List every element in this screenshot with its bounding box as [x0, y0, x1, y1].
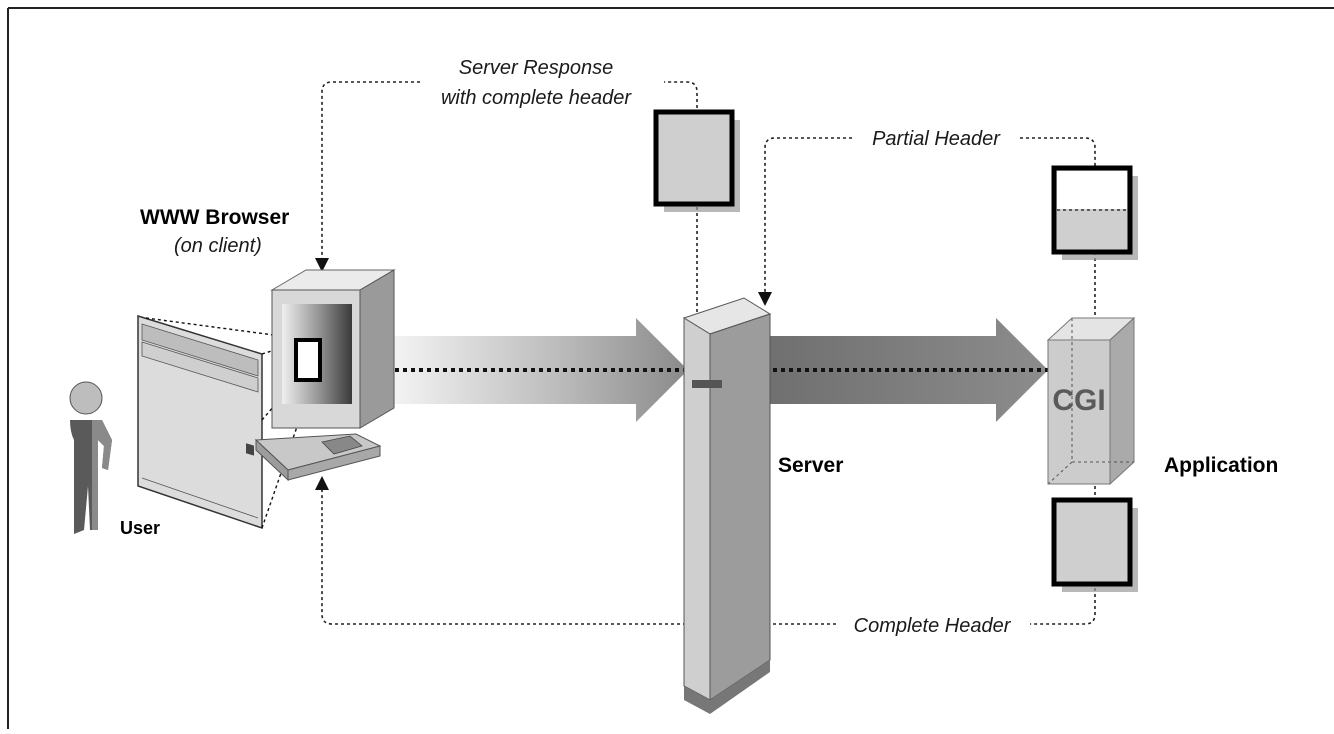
server-label: Server [778, 454, 843, 477]
server-tower [682, 297, 772, 714]
cgi-cube: CGI [1046, 316, 1136, 486]
complete-header-line-right [1030, 582, 1096, 625]
server-drive-slot [692, 380, 722, 388]
arrowhead-up-from-complete [315, 476, 329, 490]
request-arrow-server-to-cgi [762, 318, 1062, 422]
partial-header-line-right [1020, 137, 1096, 170]
browser-title-label: WWW Browser [140, 206, 289, 229]
frame-border [7, 7, 1334, 729]
browser-page [137, 314, 319, 530]
user-figure [69, 381, 112, 534]
server-response-line-right [664, 81, 698, 330]
partial-header-document-box [1051, 165, 1138, 260]
server-response-line-left [321, 81, 420, 258]
complete-header-line-left [321, 490, 836, 625]
complete-header-label: Complete Header [854, 615, 1012, 637]
response-document-box [653, 109, 740, 212]
arrowhead-to-server [758, 292, 772, 306]
user-label: User [120, 518, 160, 538]
complete-header-document-box [1051, 497, 1138, 592]
browser-subtitle-label: (on client) [174, 235, 262, 257]
partial-header-line-left [764, 137, 852, 292]
application-label: Application [1164, 454, 1278, 477]
arrowhead-to-browser [315, 258, 329, 272]
cgi-label: CGI [1052, 384, 1105, 417]
request-arrow-browser-to-server [392, 318, 688, 422]
computer [254, 269, 396, 482]
screen-focus-box [294, 338, 322, 382]
server-response-label-line1: Server Response [459, 57, 614, 79]
server-response-label-line2: with complete header [441, 87, 632, 109]
keyboard [321, 435, 363, 455]
browser-page-button [246, 443, 254, 456]
partial-header-label: Partial Header [872, 128, 1001, 150]
